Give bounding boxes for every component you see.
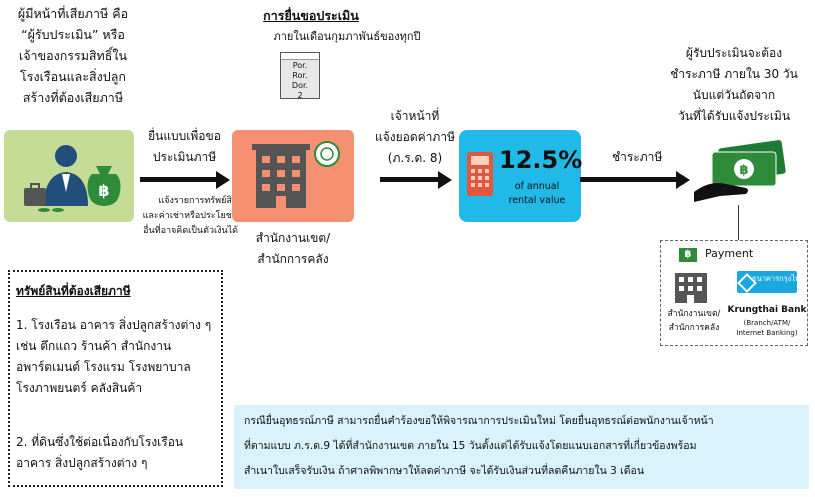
step2-line: เจ้าหน้าที่ [390,109,440,123]
step1-label-line: ประเมินภาษี [152,150,217,164]
payment-office-line: สำนักการคลัง [668,323,720,333]
deadline-line: ชำระภาษี ภายใน 30 วัน [670,67,798,81]
filing-subtitle: ภายในเดือนกุมภาพันธ์ของทุกปี [273,30,421,43]
payment-office-line: สำนักงานเขต/ [667,309,721,319]
svg-text:฿: ฿ [739,163,748,178]
property-item2-line: 2. ที่ดินซึ่งใช้ต่อเนื่องกับโรงเรือน [16,435,184,449]
property-item2: 2. ที่ดินซึ่งใช้ต่อเนื่องกับโรงเรือน อาค… [16,432,221,474]
step1-sublabel: แจ้งรายการทรัพย์สิน และค่าเช่าหรือประโยช… [138,194,238,239]
appeal-note-line: ที่ตามแบบ ภ.ร.ด.9 ได้ที่สำนักงานเขต ภายใ… [244,440,697,452]
property-item1-line: เช่น ตึกแถว ร้านค้า สำนักงาน [16,339,172,353]
bank-channels-line: Internet Banking) [736,329,798,337]
rate-value: 12.5% [499,146,583,174]
step1-label: ยื่นแบบเพื่อขอ ประเมินภาษี [137,126,232,168]
rate-box: 12.5% of annual rental value [459,130,583,222]
appeal-note: กรณียื่นอุทธรณ์ภาษี สามารถยื่นคำร้องขอให… [234,405,809,489]
taxpayer-owner-icon: ฿ [24,145,121,212]
deadline-line: ผู้รับประเมินจะต้อง [685,46,783,60]
arrow-pay [580,171,692,189]
rate-caption: of annual rental value [499,180,575,208]
krungthai-logo: ธนาคารกรุงไทย [737,271,805,293]
form-line: 2 [297,91,303,100]
filing-title: การยื่นขอประเมิน [263,8,359,23]
office-building-icon [252,141,340,208]
step2-label: เจ้าหน้าที่ แจ้งยอดค่าภาษี (ภ.ร.ด. 8) [370,106,460,169]
step1-sub-line: อื่นที่อาจคิดเป็นตัวเงินได้ [143,226,238,236]
payment-office-label: สำนักงานเขต/ สำนักการคลัง [661,307,727,335]
step1-sub-line: และค่าเช่าหรือประโยชน์ [142,211,238,221]
deadline-text: ผู้รับประเมินจะต้อง ชำระภาษี ภายใน 30 วั… [654,43,814,127]
taxpayer-line: โรงเรือนและสิ่งปลูก [20,69,126,84]
office-label-line: สำนักการคลัง [257,252,329,266]
svg-text:฿: ฿ [98,181,109,200]
property-item1-line: โรงภาพยนตร์ คลังสินค้า [16,381,143,395]
taxpayer-icon-box: ฿ [4,130,134,222]
office-box [232,130,354,222]
payment-office-icon [675,273,707,303]
arrow-submit [140,171,230,189]
property-item2-line: อาคาร สิ่งปลูกสร้างต่าง ๆ [16,456,148,470]
property-item1-line: อพาร์ตเมนต์ โรงแรม โรงพยาบาล [16,360,191,374]
step3-label: ชำระภาษี [612,150,663,164]
step2-line: แจ้งยอดค่าภาษี [375,130,455,144]
office-label: สำนักงานเขต/ สำนักการคลัง [230,228,356,270]
step1-sub-line: แจ้งรายการทรัพย์สิน [158,196,238,206]
property-item1: 1. โรงเรือน อาคาร สิ่งปลูกสร้างต่าง ๆ เช… [16,315,221,399]
step2-line: (ภ.ร.ด. 8) [387,151,443,165]
rate-caption-line: of annual [514,181,560,192]
taxpayer-line: เจ้าของกรรมสิทธิ์ใน [18,48,128,63]
arrow-assess [380,171,452,189]
krungthai-logo-text: ธนาคารกรุงไทย [752,274,805,283]
payment-box: ฿ Payment สำนักงานเขต/ สำนักการคลัง ธนาค… [660,240,808,346]
form-line: Dor. [291,81,309,90]
property-box: ทรัพย์สินที่ต้องเสียภาษี 1. โรงเรือน อาค… [8,270,223,487]
deadline-line: วันที่ได้รับแจ้งประเมิน [677,109,791,123]
deadline-line: นับแต่วันถัดจาก [692,88,776,102]
taxpayer-description: ผู้มีหน้าที่เสียภาษี คือ “ผู้รับประเมิน”… [8,3,138,108]
property-title: ทรัพย์สินที่ต้องเสียภาษี [16,284,131,298]
rate-caption-line: rental value [508,195,566,206]
payment-baht-icon: ฿ [679,248,697,262]
taxpayer-line: “ผู้รับประเมิน” หรือ [21,27,125,42]
appeal-note-line: สำเนาใบเสร็จรับเงิน ถ้าศาลพิพากษาให้ลดค่… [244,465,645,477]
form-line: Ror. [292,71,308,80]
form-document: Por. Ror. Dor. 2 [280,52,320,100]
bank-name: Krungthai Bank [727,305,807,315]
money-hand-icon: ฿ [694,140,786,202]
step1-label-line: ยื่นแบบเพื่อขอ [148,129,221,143]
taxpayer-line: ผู้มีหน้าที่เสียภาษี คือ [17,6,129,21]
bank-channels: (Branch/ATM/ Internet Banking) [727,318,807,338]
property-item1-line: 1. โรงเรือน อาคาร สิ่งปลูกสร้างต่าง ๆ [16,318,212,332]
form-line: Por. [292,61,308,70]
calculator-icon [467,152,493,196]
bank-channels-line: (Branch/ATM/ [743,319,791,327]
payment-title: Payment [705,247,754,260]
taxpayer-line: สร้างที่ต้องเสียภาษี [22,90,124,105]
office-label-line: สำนักงานเขต/ [255,231,331,245]
appeal-note-line: กรณียื่นอุทธรณ์ภาษี สามารถยื่นคำร้องขอให… [244,415,714,427]
payment-connector [738,205,740,241]
